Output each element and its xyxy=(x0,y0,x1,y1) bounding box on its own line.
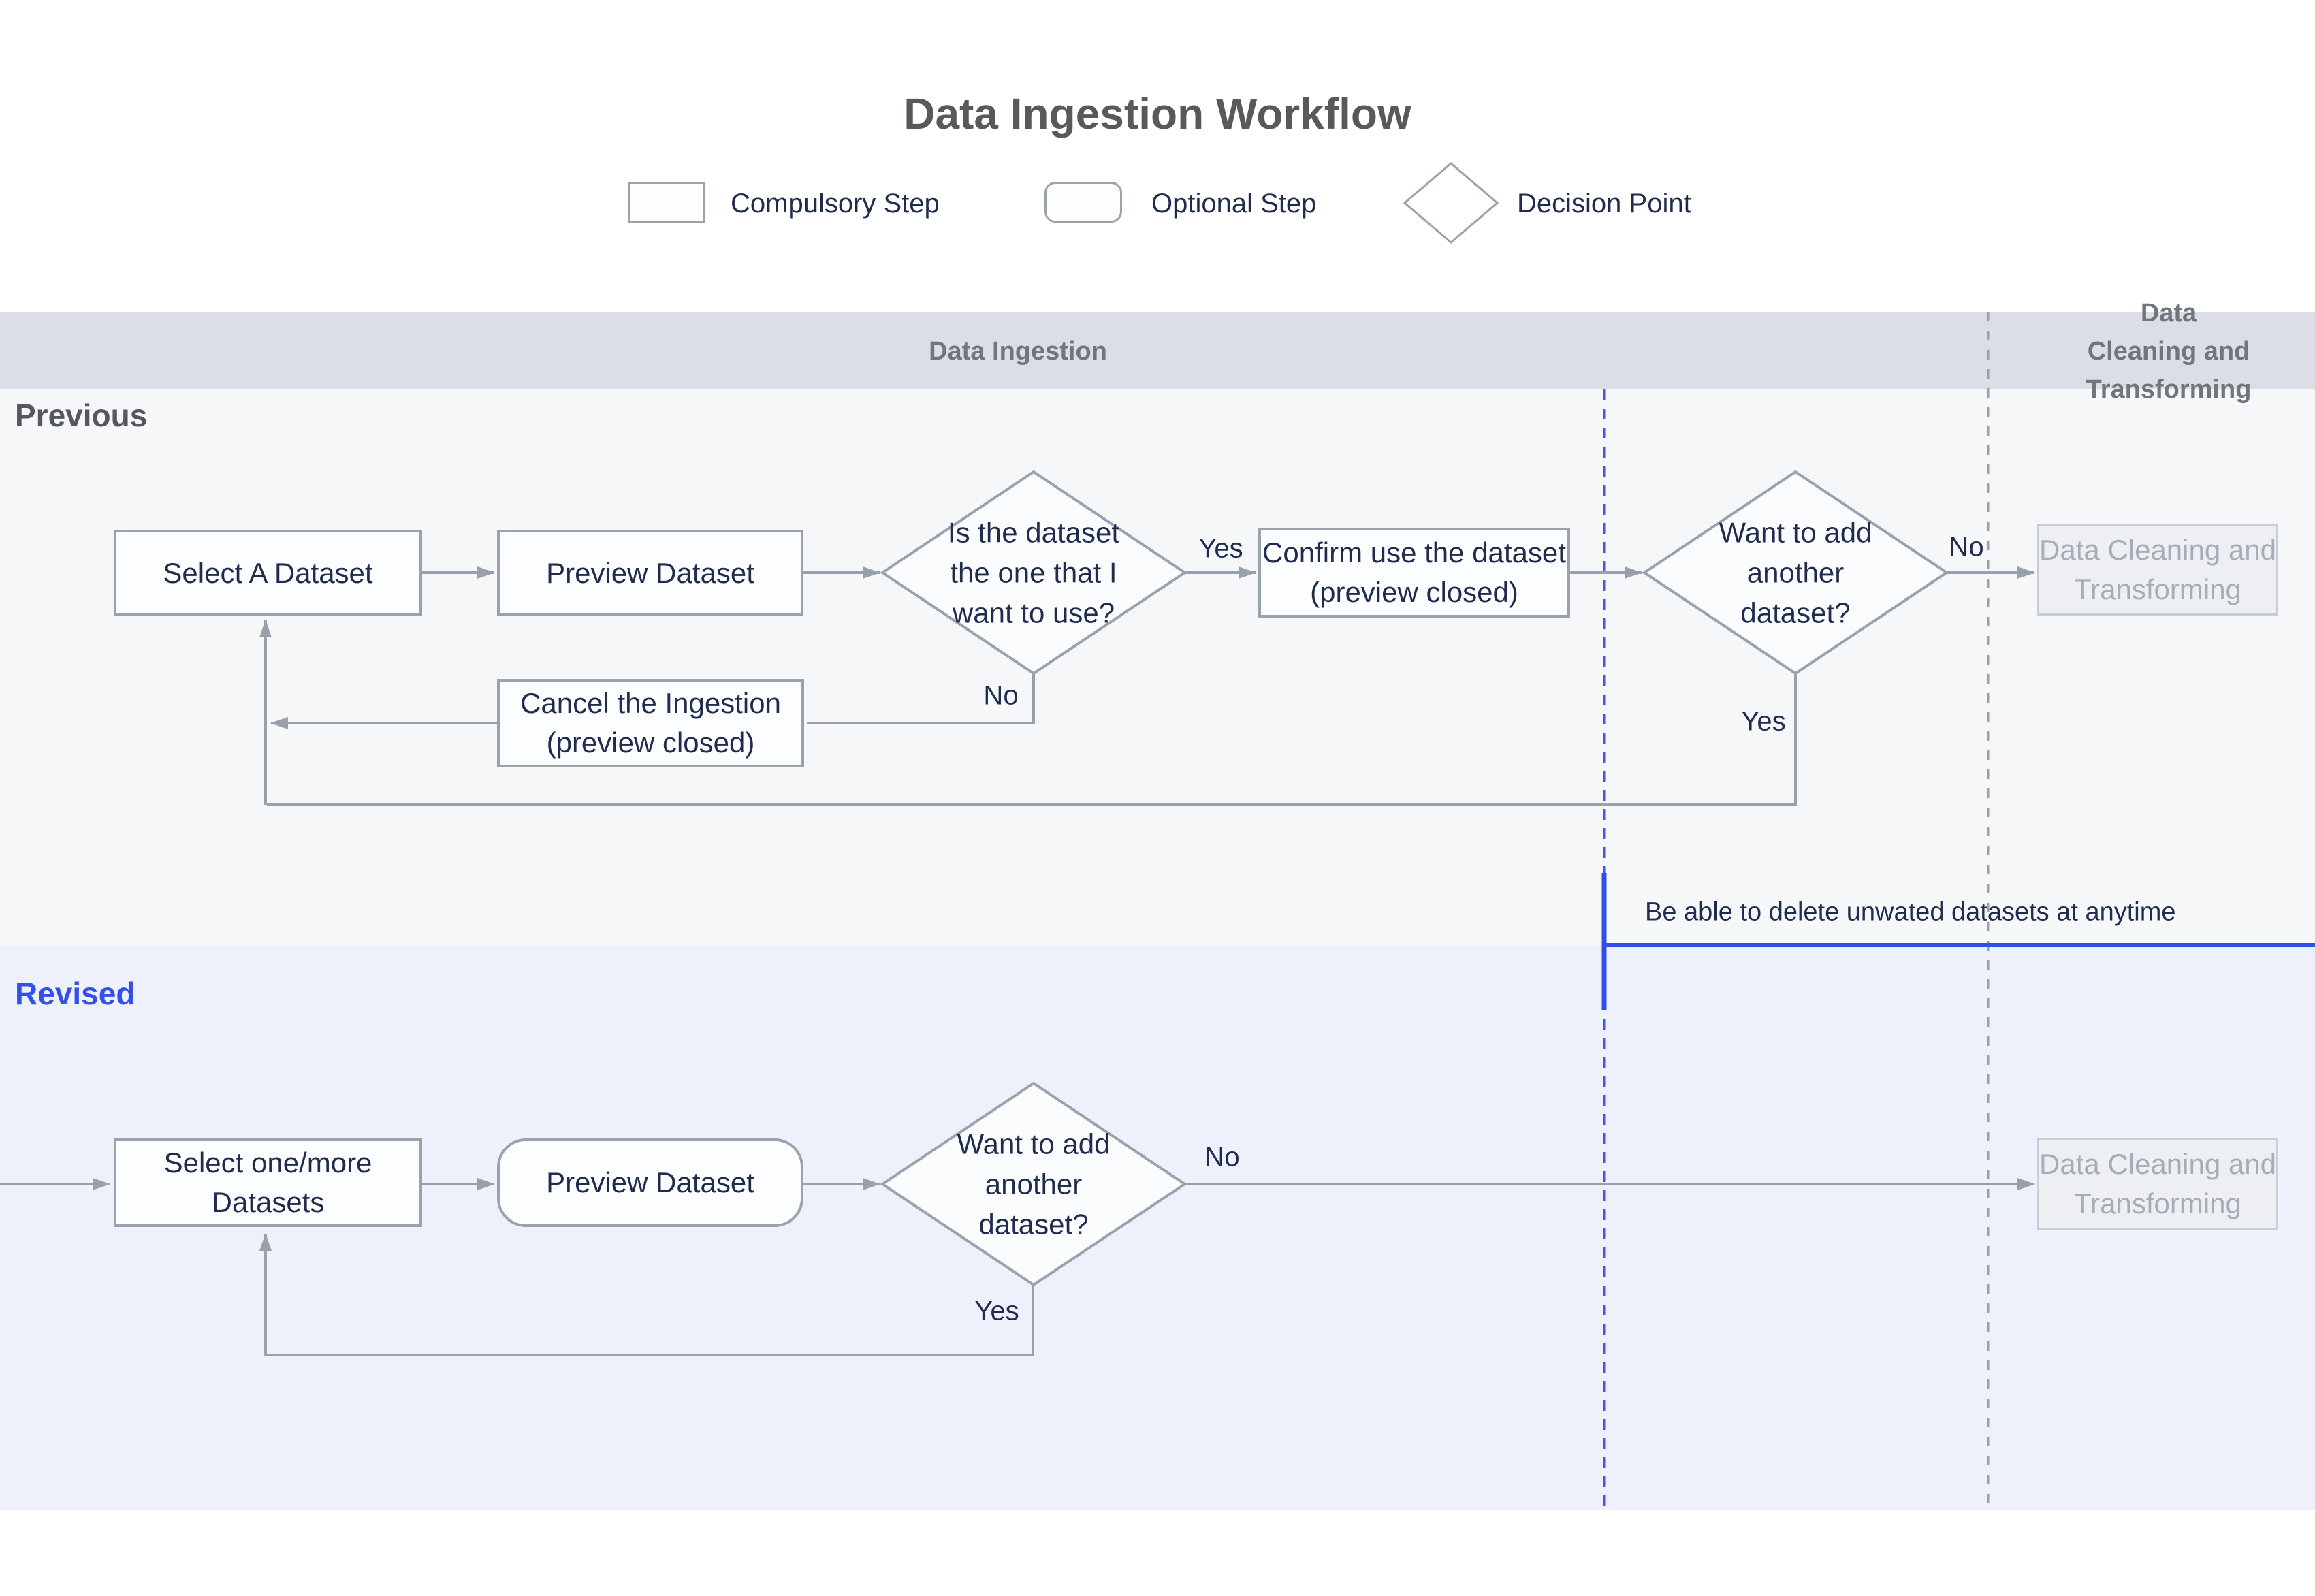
node-select-one-more-datasets: Select one/more Datasets xyxy=(114,1138,422,1227)
node-data-cleaning-previous: Data Cleaning and Transforming xyxy=(2037,524,2278,616)
swimlane-header-band xyxy=(0,312,2315,389)
edge-label-yes-decision2: Yes xyxy=(1741,706,1786,737)
node-confirm-use-dataset: Confirm use the dataset (preview closed) xyxy=(1258,528,1570,618)
node-preview-dataset-previous: Preview Dataset xyxy=(497,530,803,616)
legend-compulsory-label: Compulsory Step xyxy=(731,189,940,219)
legend-decision-label: Decision Point xyxy=(1517,189,1691,219)
decision2-diamond xyxy=(1642,470,1949,675)
decision2-text: Want to add another dataset? xyxy=(1719,516,1872,629)
edge-label-no-decision2: No xyxy=(1949,532,1984,562)
legend-decision-diamond xyxy=(1403,162,1499,244)
lane-header-data-cleaning: Data Cleaning and Transforming xyxy=(2086,299,2252,404)
edge-decision1-no-to-cancel xyxy=(807,671,1035,724)
section-label-previous: Previous xyxy=(15,398,148,433)
node-cancel-ingestion: Cancel the Ingestion (preview closed) xyxy=(497,679,804,767)
page-title: Data Ingestion Workflow xyxy=(904,89,1411,138)
lane-header-data-ingestion: Data Ingestion xyxy=(929,337,1107,366)
decision3-text: Want to add another dataset? xyxy=(957,1128,1111,1241)
legend-optional-label: Optional Step xyxy=(1151,189,1317,219)
node-preview-dataset-revised: Preview Dataset xyxy=(497,1138,803,1227)
section-label-revised: Revised xyxy=(15,976,135,1011)
node-select-a-dataset: Select A Dataset xyxy=(114,530,422,616)
previous-section-background xyxy=(0,389,2315,946)
revised-section-background xyxy=(0,946,2315,1510)
edge-label-no-decision3: No xyxy=(1204,1142,1240,1172)
edge-label-no-decision1: No xyxy=(983,680,1019,711)
annotation-note: Be able to delete unwated datasets at an… xyxy=(1645,897,2176,927)
decision1-diamond xyxy=(880,470,1187,675)
node-data-cleaning-revised: Data Cleaning and Transforming xyxy=(2037,1138,2278,1230)
edge-label-yes-decision3: Yes xyxy=(974,1296,1019,1326)
decision1-text: Is the dataset the one that I want to us… xyxy=(947,516,1120,629)
legend-optional-shape xyxy=(1044,182,1122,223)
legend-compulsory-shape xyxy=(628,182,705,223)
edge-label-yes-decision1: Yes xyxy=(1198,533,1243,564)
decision3-diamond xyxy=(880,1081,1187,1287)
edge-decision3-yes-loop xyxy=(259,1233,1034,1356)
edge-decision2-yes-loop xyxy=(267,671,1797,806)
